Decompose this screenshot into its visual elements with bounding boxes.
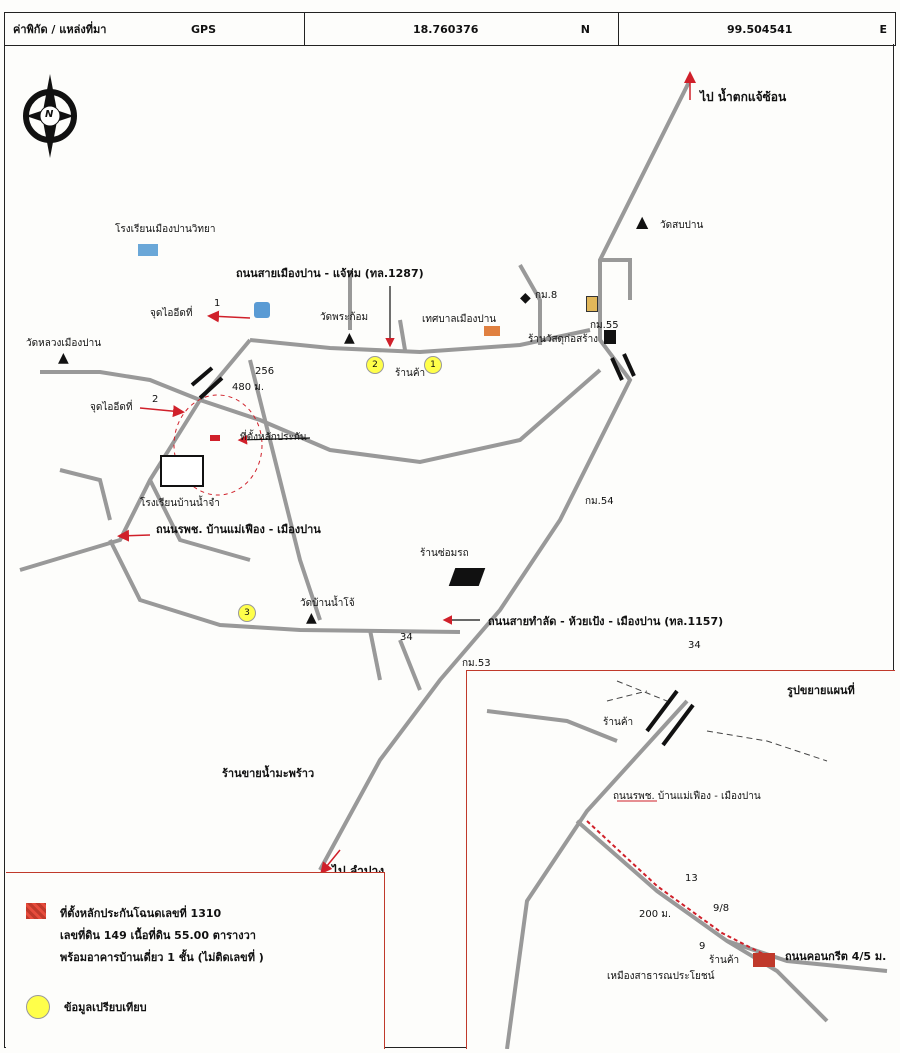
gas-station-icon bbox=[604, 330, 616, 344]
label-km53: กม.53 bbox=[462, 658, 491, 669]
label-shop-coconut: ร้านขายน้ำมะพร้าว bbox=[222, 767, 315, 780]
label-road-1157: ถนนสายทำลัด - ห้วยเป้ง - เมืองปาน (ทล.11… bbox=[488, 615, 724, 628]
label-road-hospital: ถนนรพช. บ้านแม่เฟือง - เมืองปาน bbox=[156, 523, 321, 536]
legend-site-line3: พร้อมอาคารบ้านเดี่ยว 1 ชั้น (ไม่ติดเลขที… bbox=[60, 951, 264, 964]
label-road-1287: ถนนสายเมืองปาน - แจ้ห่ม (ทล.1287) bbox=[236, 267, 424, 280]
site-radius-circle bbox=[173, 394, 263, 496]
label-point2-num: 2 bbox=[152, 394, 159, 405]
inset-title: รูปขยายแผนที่ bbox=[787, 684, 855, 697]
inset-shop: ร้านค้า bbox=[603, 717, 634, 728]
longitude-dir: E bbox=[879, 22, 887, 36]
label-wat-bannamjo: วัดบ้านน้ำโจ้ bbox=[300, 598, 355, 609]
label-shop-repair: ร้านซ่อมรถ bbox=[420, 548, 469, 559]
bridge-icon-2 bbox=[610, 353, 636, 381]
coord-label-cell: ค่าพิกัด / แหล่งที่มา GPS bbox=[5, 13, 305, 45]
comparison-point-2: 2 bbox=[366, 356, 384, 374]
coord-source: GPS bbox=[190, 22, 216, 36]
legend-site: ที่ตั้งหลักประกันโฉนดเลขที่ 1310 เลขที่ด… bbox=[26, 903, 264, 969]
label-km55: กม.55 bbox=[590, 320, 619, 331]
label-shop: ร้านค้า bbox=[395, 368, 426, 379]
label-dist480: 480 ม. bbox=[232, 382, 265, 393]
inset-13: 13 bbox=[685, 873, 698, 884]
black-pointer-arrows bbox=[237, 286, 480, 625]
map-legend: ที่ตั้งหลักประกันโฉนดเลขที่ 1310 เลขที่ด… bbox=[6, 872, 385, 1049]
label-point1-num: 1 bbox=[214, 298, 221, 309]
label-point2: จุดไออีดที่ bbox=[90, 402, 133, 413]
inset-98: 9/8 bbox=[713, 903, 730, 914]
bridge-icon bbox=[190, 366, 224, 400]
north-arrow-icon: N bbox=[18, 68, 82, 164]
legend-site-line1: ที่ตั้งหลักประกันโฉนดเลขที่ 1310 bbox=[60, 907, 222, 920]
coordinate-header: ค่าพิกัด / แหล่งที่มา GPS 18.760376 N 99… bbox=[4, 12, 896, 46]
school-icon bbox=[138, 244, 158, 256]
label-shop-construction: ร้านวัสดุก่อสร้าง bbox=[528, 334, 599, 345]
inset-map: รูปขยายแผนที่ ร้านค้า ถนนรพช. บ้านแม่เฟื… bbox=[466, 670, 895, 1049]
inset-dist200: 200 ม. bbox=[639, 909, 672, 920]
latitude-cell: 18.760376 N bbox=[305, 13, 619, 45]
comparison-point-3: 3 bbox=[238, 604, 256, 622]
label-to-waterfall: ไป น้ำตกแจ้ซ้อน bbox=[700, 90, 787, 104]
road-network bbox=[19, 79, 692, 871]
longitude-value: 99.504541 bbox=[727, 22, 793, 36]
label-km8: กม.8 bbox=[535, 290, 558, 301]
legend-site-swatch bbox=[26, 903, 46, 919]
label-point1: จุดไออีดที่ bbox=[150, 308, 193, 319]
label-256: 256 bbox=[255, 366, 275, 377]
legend-compare-dot bbox=[26, 995, 50, 1019]
label-school-bannamcha: โรงเรียนบ้านน้ำจำ bbox=[140, 498, 220, 509]
police-icon bbox=[254, 302, 270, 318]
comparison-point-1: 1 bbox=[424, 356, 442, 374]
longitude-cell: 99.504541 E bbox=[619, 13, 895, 45]
temple-icon-3: ▲ bbox=[58, 350, 69, 366]
water-drop-icon: ◆ bbox=[520, 290, 531, 306]
latitude-dir: N bbox=[580, 22, 590, 36]
label-34b: 34 bbox=[688, 640, 701, 651]
legend-site-line2: เลขที่ดิน 149 เนื้อที่ดิน 55.00 ตารางวา bbox=[60, 929, 256, 942]
label-wat-phrakom: วัดพระก้อม bbox=[320, 312, 369, 323]
temple-icon-4: ▲ bbox=[306, 610, 317, 626]
school-building-icon bbox=[160, 455, 204, 487]
label-school-muangpan: โรงเรียนเมืองปานวิทยา bbox=[115, 224, 216, 235]
label-wat-luang: วัดหลวงเมืองปาน bbox=[26, 338, 102, 349]
inset-concrete: ถนนคอนกรีต 4/5 ม. bbox=[785, 950, 887, 963]
pointer-arrows bbox=[117, 71, 696, 875]
legend-compare-label: ข้อมูลเปรียบเทียบ bbox=[64, 1001, 147, 1014]
label-km54: กม.54 bbox=[585, 496, 614, 507]
label-34a: 34 bbox=[400, 632, 413, 643]
site-marker bbox=[210, 435, 220, 441]
inset-shrine: เหมืองสาธารณประโยชน์ bbox=[607, 971, 715, 982]
temple-icon-2: ▲ bbox=[344, 330, 355, 346]
government-icon bbox=[484, 326, 500, 336]
label-site: ที่ตั้งหลักประกัน bbox=[240, 432, 307, 443]
latitude-value: 18.760376 bbox=[413, 22, 479, 36]
fuel-icon bbox=[586, 296, 598, 312]
temple-icon: ▲ bbox=[636, 212, 649, 231]
inset-9: 9 bbox=[699, 941, 706, 952]
legend-compare: ข้อมูลเปรียบเทียบ bbox=[26, 995, 147, 1019]
map-frame bbox=[4, 44, 894, 1048]
label-municipality: เทศบาลเมืองปาน bbox=[422, 314, 497, 325]
inset-shop2: ร้านค้า bbox=[709, 955, 740, 966]
coord-label: ค่าพิกัด / แหล่งที่มา bbox=[13, 23, 107, 36]
label-wat-sobpan: วัดสบปาน bbox=[660, 220, 704, 231]
north-letter: N bbox=[45, 109, 54, 120]
inset-road-hospital: ถนนรพช. บ้านแม่เฟือง - เมืองปาน bbox=[613, 791, 761, 802]
